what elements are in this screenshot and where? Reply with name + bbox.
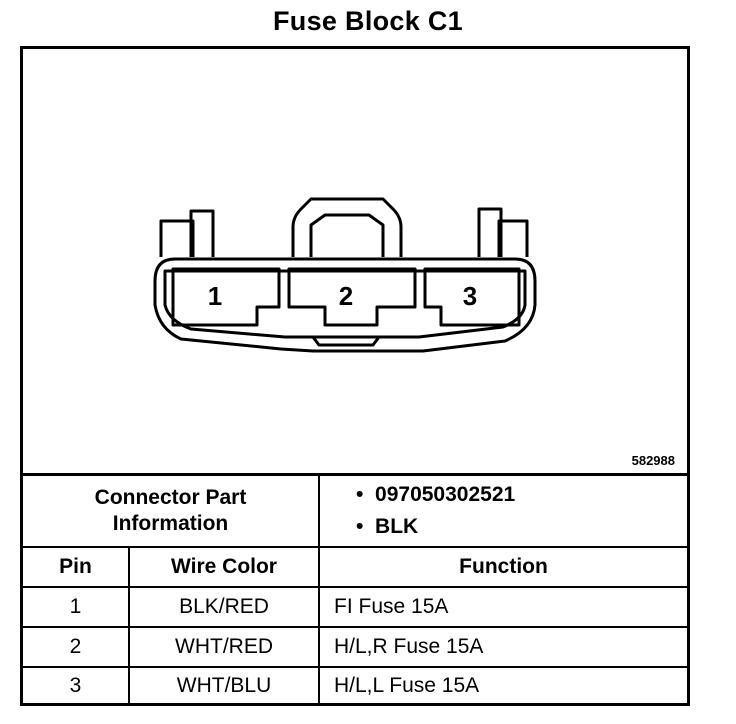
table-row: 1 BLK/RED FI Fuse 15A (23, 585, 687, 628)
page-title: Fuse Block C1 (273, 6, 463, 36)
header-pin: Pin (23, 545, 130, 588)
bottom-ridge (311, 336, 381, 347)
connector-color: • BLK (356, 514, 419, 538)
row-wire-color: WHT/BLU (128, 665, 320, 705)
right-latch-tab-inner (497, 219, 529, 257)
row-function: FI Fuse 15A (318, 585, 687, 628)
row-function: H/L,L Fuse 15A (318, 665, 687, 705)
pin-table: Connector Part Information • 09705030252… (23, 473, 687, 705)
header-wire-color: Wire Color (128, 545, 320, 588)
part-info-values: • 097050302521 • BLK (318, 473, 687, 548)
right-latch-tab (477, 207, 503, 257)
header-function: Function (318, 545, 687, 588)
table-header-row: Pin Wire Color Function (23, 545, 687, 588)
table-row: 2 WHT/RED H/L,R Fuse 15A (23, 625, 687, 668)
pin-label-3: 3 (463, 281, 477, 311)
part-info-label-line2: Information (112, 511, 229, 535)
part-info-row: Connector Part Information • 09705030252… (23, 473, 687, 548)
left-latch-tab (159, 219, 195, 257)
connector-body-inner (163, 269, 527, 339)
pin-label-1: 1 (208, 281, 222, 311)
row-pin: 2 (23, 625, 130, 668)
row-wire-color: WHT/RED (128, 625, 320, 668)
center-key-outer (291, 197, 403, 257)
part-number: • 097050302521 (356, 482, 516, 506)
left-latch-tab-inner (189, 209, 215, 257)
table-row: 3 WHT/BLU H/L,L Fuse 15A (23, 665, 687, 705)
drawing-id: 582988 (631, 453, 675, 468)
pin-1-cavity (171, 267, 281, 327)
connector-diagram: 1 2 3 582988 (23, 49, 687, 473)
center-key-inner (309, 213, 385, 257)
row-function: H/L,R Fuse 15A (318, 625, 687, 668)
row-pin: 3 (23, 665, 130, 705)
pin-2-cavity (287, 267, 417, 327)
part-info-label: Connector Part Information (23, 473, 320, 548)
pin-3-cavity (423, 267, 521, 327)
part-info-label-line1: Connector Part (94, 485, 247, 509)
row-pin: 1 (23, 585, 130, 628)
connector-face-drawing: 1 2 3 (153, 197, 537, 353)
row-wire-color: BLK/RED (128, 585, 320, 628)
connector-body-outer (153, 257, 537, 353)
connector-frame: 1 2 3 582988 Connector Part Information … (20, 46, 690, 706)
pin-label-2: 2 (339, 281, 353, 311)
